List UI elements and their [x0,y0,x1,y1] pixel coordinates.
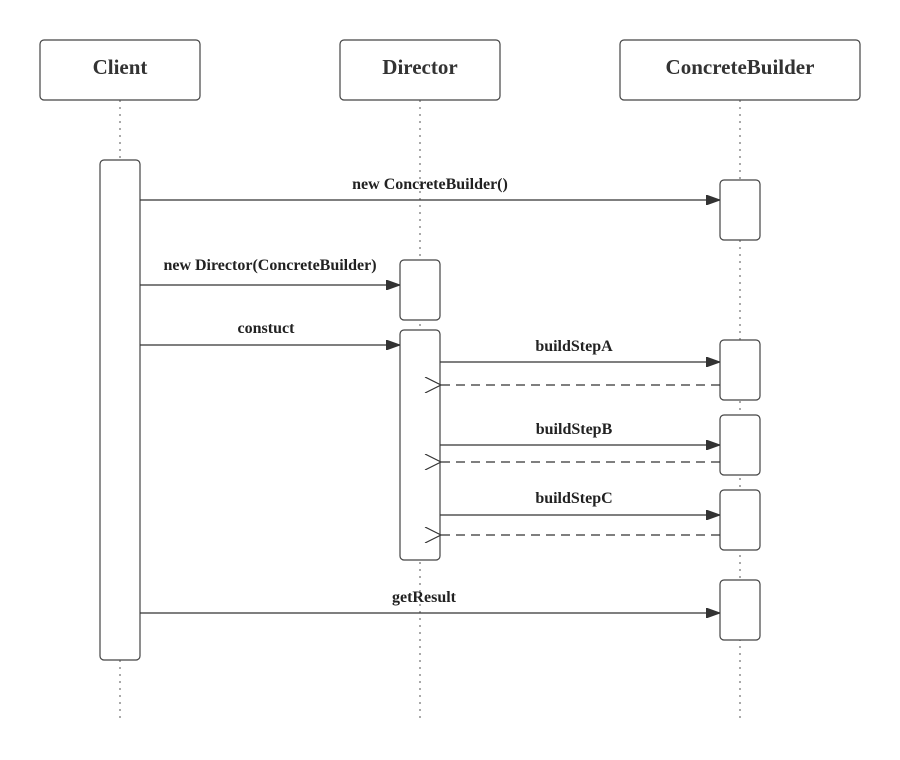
builder-activation-step-b [719,414,761,476]
participant-concrete-builder[interactable]: ConcreteBuilder [619,39,861,101]
participant-director[interactable]: Director [339,39,501,101]
builder-activation-create [719,179,761,241]
participant-director-label: Director [382,55,457,79]
client-activation [99,159,141,661]
message-build-step-c-label: buildStepC [535,490,612,507]
message-get-result-label: getResult [392,589,457,606]
message-build-step-a-label: buildStepA [535,338,613,355]
director-activation-create [399,259,441,321]
director-activation-construct [399,329,441,561]
participant-concrete-builder-label: ConcreteBuilder [666,55,815,79]
message-new-builder-label: new ConcreteBuilder() [352,176,508,193]
message-new-director-label: new Director(ConcreteBuilder) [163,257,376,274]
builder-activation-step-a [719,339,761,401]
message-construct-label: constuct [238,320,296,337]
participant-client-label: Client [93,55,148,79]
builder-activation-get-result [719,579,761,641]
builder-activation-step-c [719,489,761,551]
message-build-step-b-label: buildStepB [536,421,613,438]
participant-client[interactable]: Client [39,39,201,101]
